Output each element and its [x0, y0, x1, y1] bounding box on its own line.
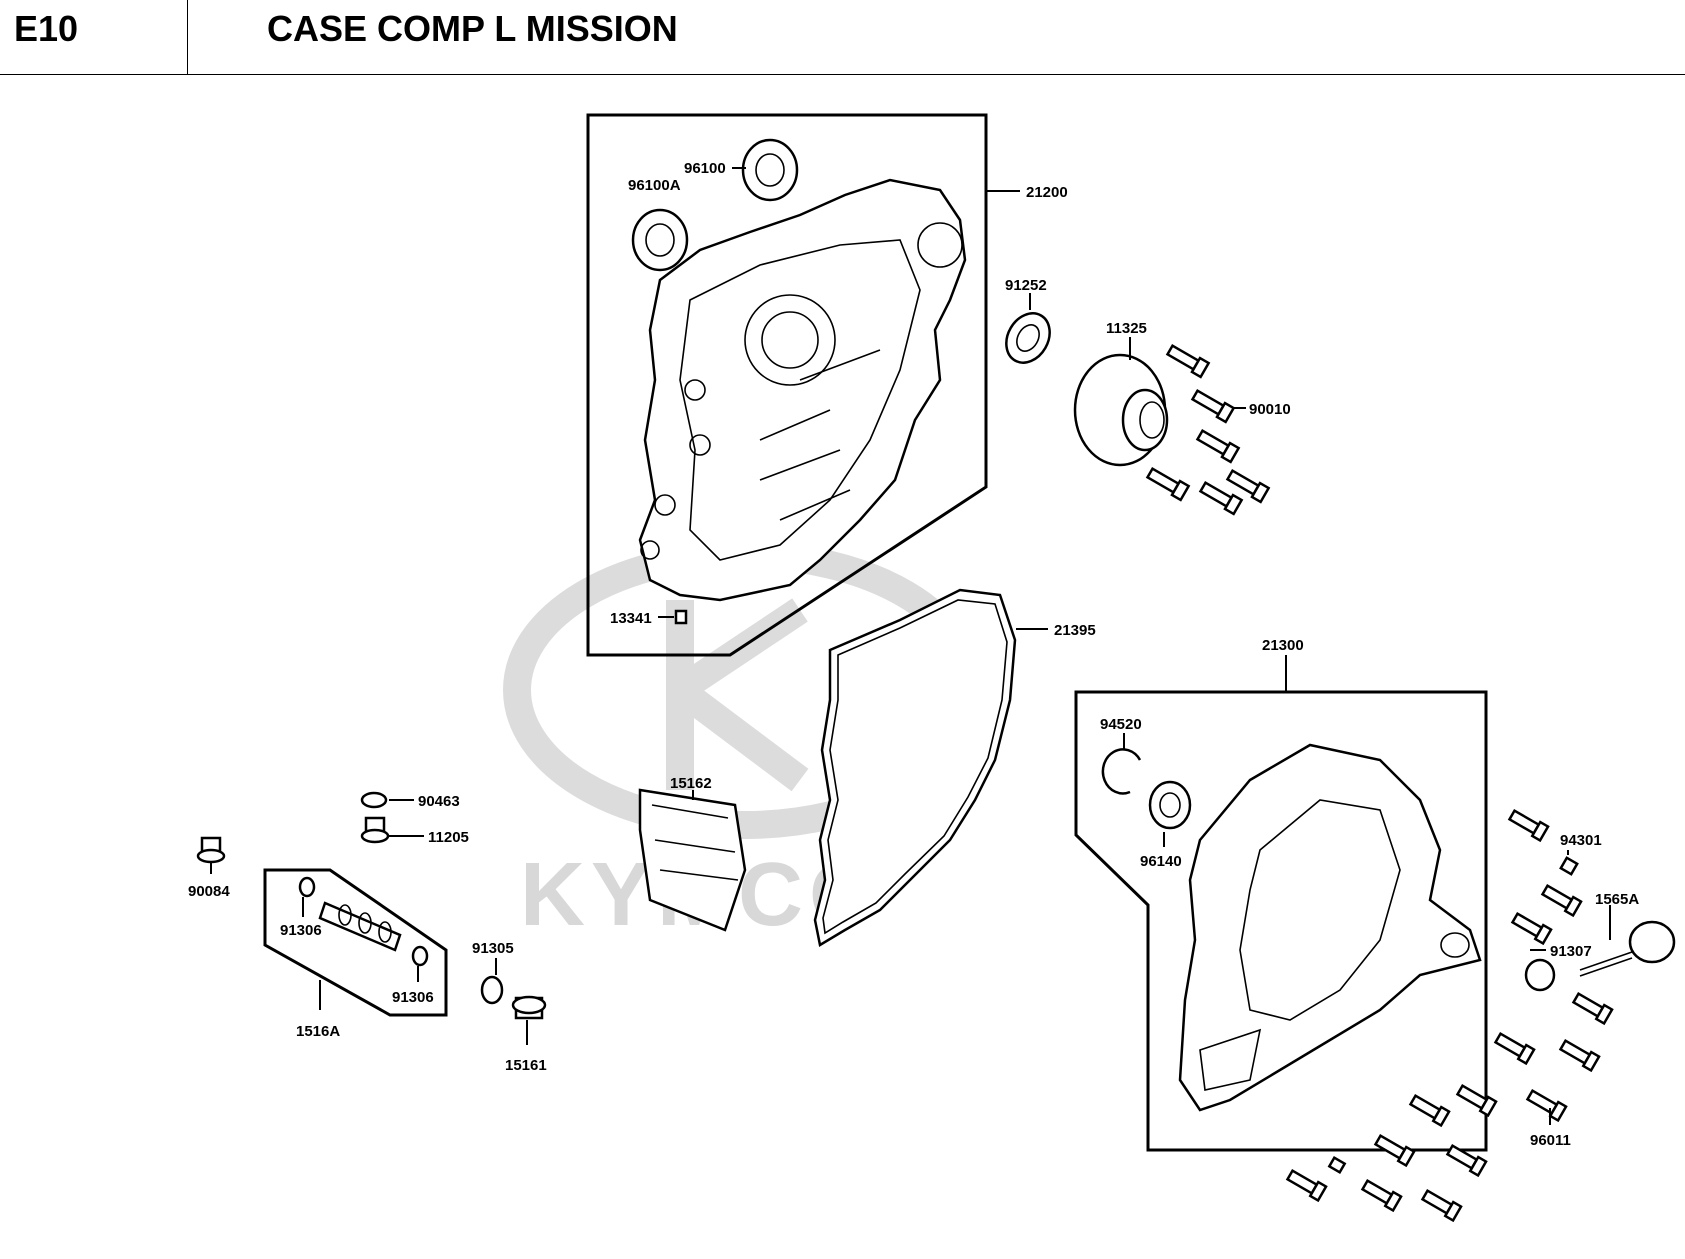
- label-11205: 11205: [428, 829, 469, 846]
- label-96100: 96100: [684, 160, 726, 177]
- dowel-94301: [1559, 856, 1579, 876]
- dowel-13341: [674, 609, 688, 625]
- label-21300: 21300: [1262, 637, 1304, 654]
- label-13341: 13341: [610, 610, 652, 627]
- bearing-96140: [1148, 780, 1192, 830]
- case-right-box: [1074, 690, 1488, 1152]
- separator-15162: [638, 788, 747, 932]
- label-15161: 15161: [505, 1057, 547, 1074]
- dowel-small: [1327, 1155, 1347, 1175]
- case-left-box: [586, 113, 988, 657]
- label-15162: 15162: [670, 775, 712, 792]
- label-1516A: 1516A: [296, 1023, 340, 1040]
- label-91305: 91305: [472, 940, 514, 957]
- flange-11325: [1073, 353, 1169, 467]
- page-code: E10: [14, 8, 79, 49]
- label-21395: 21395: [1054, 622, 1096, 639]
- plug-11205: [360, 816, 390, 844]
- oring-91305: [480, 975, 504, 1005]
- header-divider: [187, 0, 188, 74]
- bearing-96100: [741, 138, 799, 202]
- label-94520: 94520: [1100, 716, 1142, 733]
- label-21200: 21200: [1026, 184, 1068, 201]
- page-title: CASE COMP L MISSION: [267, 8, 678, 49]
- label-96140: 96140: [1140, 853, 1182, 870]
- circlip-94520: [1101, 748, 1142, 795]
- header-bar: E10 CASE COMP L MISSION: [0, 0, 1685, 75]
- right-cover-part: [1178, 743, 1482, 1112]
- label-96100A: 96100A: [628, 177, 681, 194]
- bolt-90084: [196, 836, 226, 864]
- oring-91306-a: [298, 876, 316, 898]
- label-1565A: 1565A: [1595, 891, 1639, 908]
- bolts-96011: [1285, 808, 1614, 1223]
- oring-91307: [1524, 958, 1556, 992]
- label-91306-b: 91306: [392, 989, 434, 1006]
- label-90084: 90084: [188, 883, 230, 900]
- label-90010: 90010: [1249, 401, 1291, 418]
- oring-91306-b: [411, 945, 429, 967]
- left-case-part: [638, 178, 967, 602]
- bolts-90010: [1145, 343, 1271, 516]
- label-94301: 94301: [1560, 832, 1602, 849]
- label-11325: 11325: [1106, 320, 1147, 337]
- label-91252: 91252: [1005, 277, 1047, 294]
- label-96011: 96011: [1530, 1132, 1571, 1149]
- strainer-box: [263, 868, 448, 1017]
- bearing-96100A: [631, 208, 689, 272]
- seal-91252: [1005, 312, 1051, 364]
- washer-90463: [360, 791, 388, 809]
- gasket-21395: [813, 588, 1017, 947]
- label-90463: 90463: [418, 793, 460, 810]
- label-91306-a: 91306: [280, 922, 322, 939]
- plug-15161: [511, 995, 547, 1020]
- dipstick-1565A: [1579, 920, 1676, 977]
- strainer-1516A: [318, 901, 402, 952]
- label-91307: 91307: [1550, 943, 1592, 960]
